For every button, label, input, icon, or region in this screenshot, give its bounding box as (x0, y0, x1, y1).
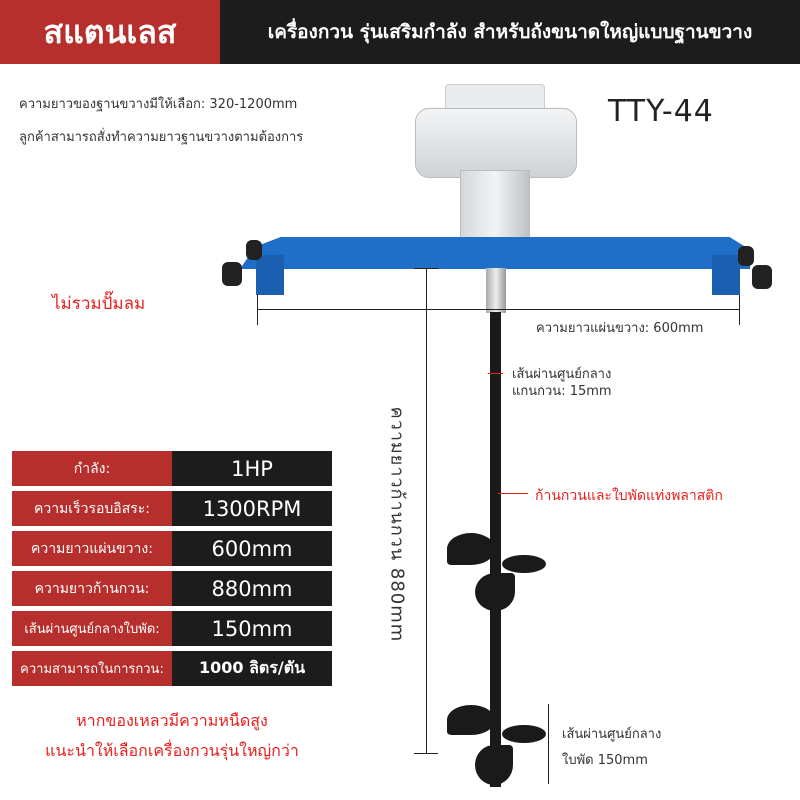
knob-icon (246, 240, 262, 260)
spec-row-plate-length: ความยาวแผ่นขวาง:600mm (12, 531, 332, 566)
spec-row-shaft-length: ความยาวก้านกวน:880mm (12, 571, 332, 606)
spec-label: กำลัง: (12, 451, 172, 486)
shaft-length-label: ความยาวก้านกวน 880mm (386, 406, 408, 643)
spec-label: ความเร็วรอบอิสระ: (12, 491, 172, 526)
shaft-diameter-marker (488, 373, 503, 374)
shaft-coupler (486, 268, 506, 313)
knob-icon (222, 262, 242, 286)
motor-body (415, 108, 577, 178)
no-pump-note: ไม่รวมปั๊มลม (52, 294, 146, 314)
mount-plate (240, 237, 750, 269)
shaft-material-label: ก้านกวนและใบพัดแท่งพลาสติก (535, 488, 723, 504)
model-number: TTY-44 (608, 94, 714, 129)
product-title: เครื่องกวน รุ่นเสริมกำลัง สำหรับถังขนาดใ… (267, 21, 753, 43)
spec-label: เส้นผ่านศูนย์กลางใบพัด: (12, 611, 172, 646)
advice-line1: หากของเหลวมีความหนืดสูง (76, 711, 268, 730)
blade-dimension-line (548, 704, 549, 784)
spec-value: 1300RPM (172, 491, 332, 526)
length-options-note: ความยาวของฐานขวางมีให้เลือก: 320-1200mm (19, 97, 298, 112)
blade-diameter-line2: ใบพัด 150mm (562, 753, 648, 768)
plate-dimension-tick (257, 295, 258, 325)
advice-line2: แนะนำให้เลือกเครื่องกวนรุ่นใหญ่กว่า (45, 741, 299, 760)
title-banner: เครื่องกวน รุ่นเสริมกำลัง สำหรับถังขนาดใ… (220, 0, 800, 64)
spec-label: ความสามารถในการกวน: (12, 651, 172, 686)
spec-row-blade-diameter: เส้นผ่านศูนย์กลางใบพัด:150mm (12, 611, 332, 646)
stirring-shaft (490, 312, 501, 787)
shaft-diameter-label: เส้นผ่านศูนย์กลาง แกนกวน: 15mm (512, 366, 612, 400)
shaft-length-tick (414, 268, 438, 269)
plate-dimension-tick (739, 295, 740, 325)
plate-dimension-line (257, 309, 740, 310)
custom-order-note: ลูกค้าสามารถสั่งทำความยาวฐานขวางตามต้องก… (19, 130, 304, 145)
shaft-length-tick (414, 753, 438, 754)
spec-label: ความยาวแผ่นขวาง: (12, 531, 172, 566)
spec-row-speed: ความเร็วรอบอิสระ:1300RPM (12, 491, 332, 526)
mount-bracket-left (256, 255, 284, 295)
spec-value: 600mm (172, 531, 332, 566)
spec-row-capacity: ความสามารถในการกวน:1000 ลิตร/ตัน (12, 651, 332, 686)
impeller-lower (447, 700, 547, 788)
spec-value: 1000 ลิตร/ตัน (172, 651, 332, 686)
knob-icon (752, 265, 772, 289)
spec-label: ความยาวก้านกวน: (12, 571, 172, 606)
motor-neck (460, 170, 530, 242)
mount-bracket-right (712, 255, 740, 295)
shaft-diameter-line2: แกนกวน: 15mm (512, 384, 612, 399)
spec-value: 880mm (172, 571, 332, 606)
spec-value: 1HP (172, 451, 332, 486)
shaft-diameter-line1: เส้นผ่านศูนย์กลาง (512, 367, 612, 382)
impeller-upper (447, 533, 547, 613)
blade-diameter-line1: เส้นผ่านศูนย์กลาง (562, 727, 662, 742)
knob-icon (738, 246, 754, 266)
category-label: สแตนเลส (43, 12, 177, 51)
spec-row-power: กำลัง:1HP (12, 451, 332, 486)
material-pointer (498, 493, 528, 494)
spec-value: 150mm (172, 611, 332, 646)
blade-diameter-label: เส้นผ่านศูนย์กลาง ใบพัด 150mm (562, 722, 661, 774)
shaft-length-line (426, 268, 427, 754)
plate-length-label: ความยาวแผ่นขวาง: 600mm (536, 321, 704, 336)
category-banner: สแตนเลส (0, 0, 220, 64)
